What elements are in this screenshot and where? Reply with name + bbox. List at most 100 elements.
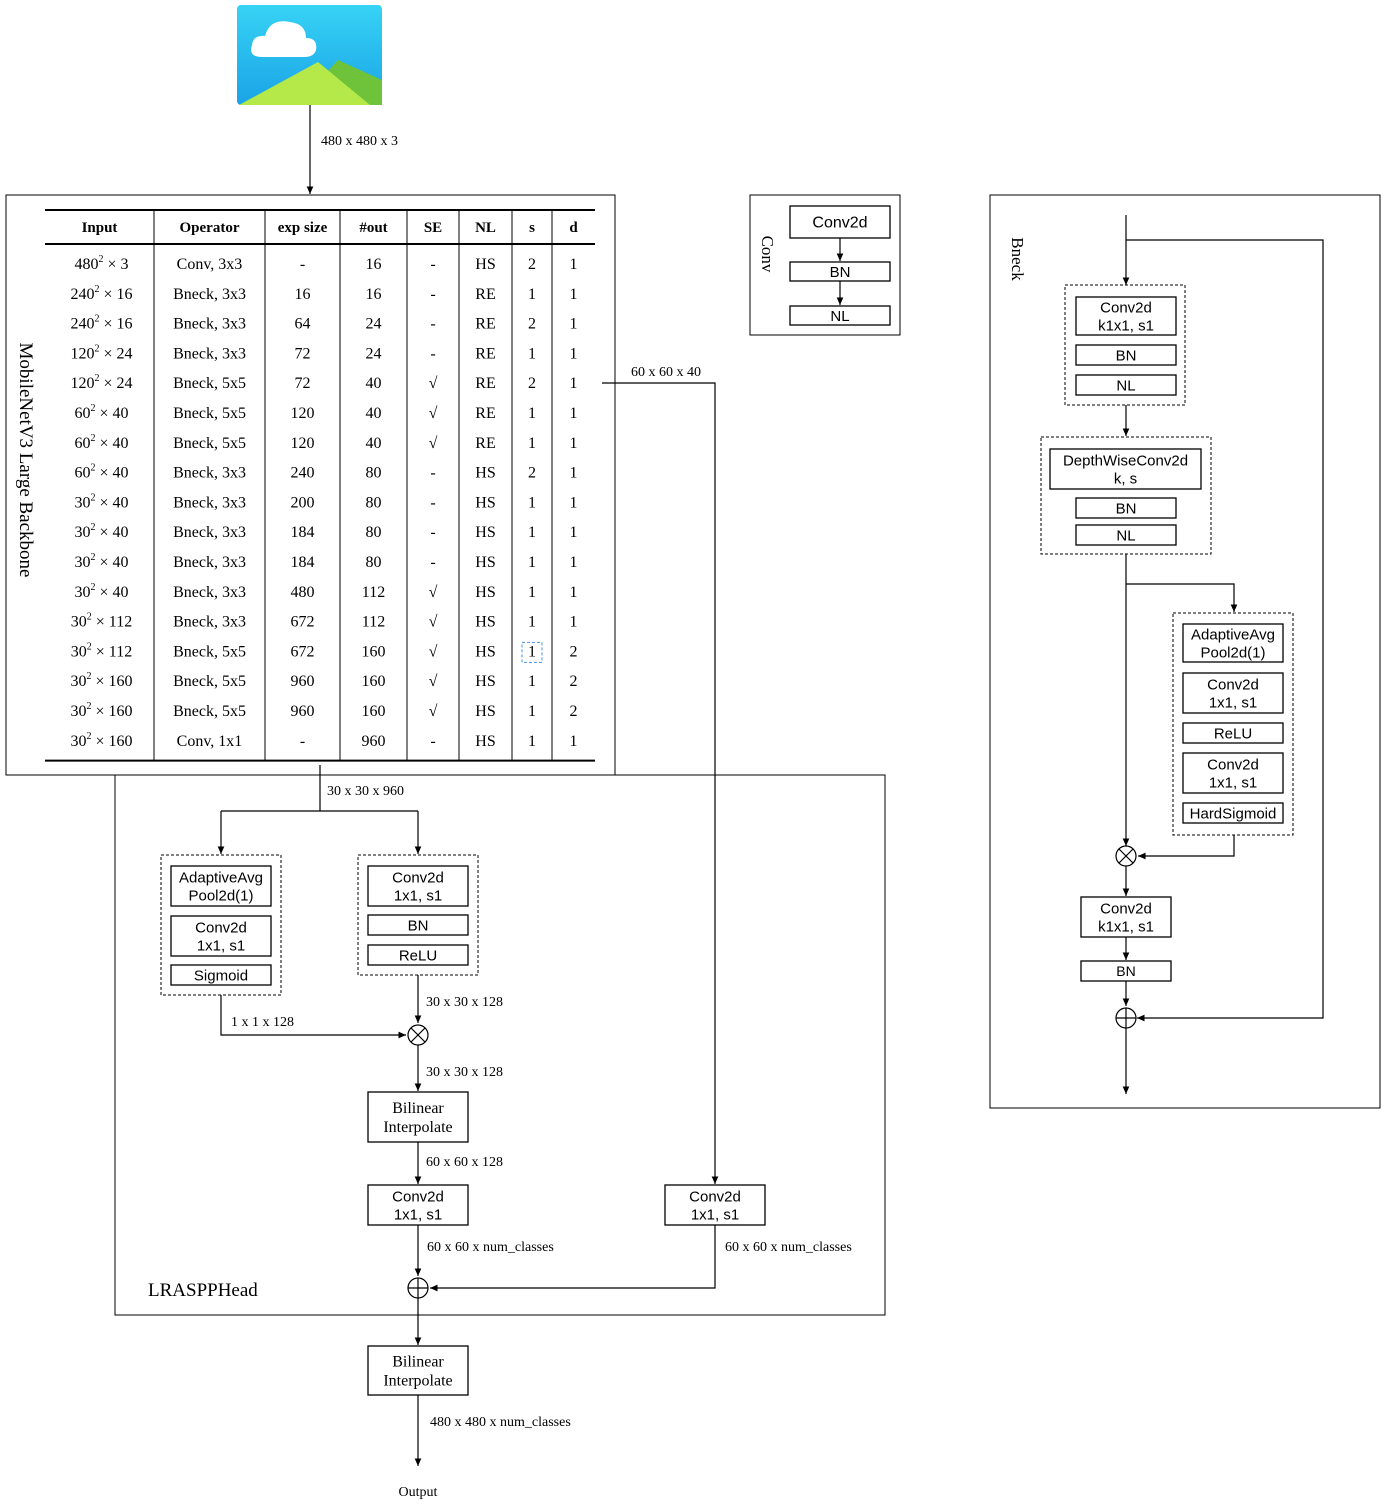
depthwise-conv2d xyxy=(1049,448,1202,490)
se-avgpool-label: Pool2d(1) xyxy=(1200,644,1265,661)
depthwise-bn-label: BN xyxy=(1116,500,1137,517)
input-shape-cell: 602 × 40 xyxy=(74,403,128,422)
head-add-icon xyxy=(407,1277,429,1299)
bneck-add-icon xyxy=(1115,1007,1137,1029)
nl-cell: RE xyxy=(475,375,495,392)
se-to-mul-arrow xyxy=(220,995,406,1039)
s-cell: 1 xyxy=(528,643,536,660)
head-cls-conv2d-left-label: 1x1, s1 xyxy=(394,1206,442,1223)
s-cell: 1 xyxy=(528,584,536,601)
cls-left-dims-label: 60 x 60 x num_classes xyxy=(427,1240,554,1255)
head-multiply-icon xyxy=(407,1024,429,1046)
head-cls-conv2d-right-label: Conv2d xyxy=(689,1188,741,1205)
input-shape-cell: 302 × 40 xyxy=(74,492,128,511)
project-conv2d xyxy=(1080,896,1172,938)
conv-block-title: Conv xyxy=(758,236,777,273)
nl-cell: RE xyxy=(475,345,495,362)
expand-nl xyxy=(1075,374,1177,396)
se-to-mul-arrow xyxy=(1138,835,1235,860)
se-cell: √ xyxy=(429,375,438,392)
depthwise-conv2d-label: DepthWiseConv2d xyxy=(1063,452,1188,469)
d-cell: 1 xyxy=(570,286,578,303)
table-header-cell: SE xyxy=(424,220,442,236)
d-cell: 1 xyxy=(570,494,578,511)
nl-cell: HS xyxy=(475,673,495,690)
operator-cell: Bneck, 3x3 xyxy=(173,584,246,601)
final-bilinear-interpolate-label: Interpolate xyxy=(383,1373,452,1390)
head-bilinear-interpolate xyxy=(367,1091,469,1143)
table-header-cell: Input xyxy=(82,220,118,236)
input-shape-cell: 602 × 40 xyxy=(74,463,128,482)
se-cell: - xyxy=(430,345,435,362)
output-label: Output xyxy=(399,1485,438,1500)
operator-cell: Bneck, 5x5 xyxy=(173,703,246,720)
se-cell: - xyxy=(430,316,435,333)
s-cell: 2 xyxy=(528,256,536,273)
out-cell: 40 xyxy=(366,435,382,452)
se-avgpool xyxy=(1182,623,1284,663)
operator-cell: Bneck, 3x3 xyxy=(173,345,246,362)
exp-size-cell: 480 xyxy=(291,584,315,601)
head-relu-label: ReLU xyxy=(399,947,437,964)
operator-cell: Bneck, 3x3 xyxy=(173,554,246,571)
head-conv2d-label: 1x1, s1 xyxy=(394,887,442,904)
d-cell: 2 xyxy=(570,673,578,690)
se-cell: - xyxy=(430,524,435,541)
cls-right-dims-label: 60 x 60 x num_classes xyxy=(725,1240,852,1255)
s-cell: 1 xyxy=(528,703,536,720)
nl-cell: HS xyxy=(475,256,495,273)
nl-cell: HS xyxy=(475,465,495,482)
d-cell: 1 xyxy=(570,465,578,482)
se-cell: √ xyxy=(429,703,438,720)
d-cell: 1 xyxy=(570,435,578,452)
se-cell: - xyxy=(430,465,435,482)
d-cell: 1 xyxy=(570,614,578,631)
d-cell: 1 xyxy=(570,256,578,273)
operator-cell: Bneck, 3x3 xyxy=(173,316,246,333)
se-branch-dims-label: 1 x 1 x 128 xyxy=(231,1015,294,1030)
d-cell: 1 xyxy=(570,375,578,392)
out-cell: 40 xyxy=(366,405,382,422)
backbone-out-dims-label: 30 x 30 x 960 xyxy=(327,784,404,799)
table-header-cell: s xyxy=(529,220,535,236)
d-cell: 1 xyxy=(570,554,578,571)
head-bn xyxy=(367,914,469,936)
exp-size-cell: - xyxy=(300,733,305,750)
conv-layer-nl-label: NL xyxy=(830,308,849,325)
out-cell: 24 xyxy=(366,316,382,333)
se-cell: √ xyxy=(429,614,438,631)
input-shape-cell: 302 × 160 xyxy=(70,671,132,690)
nl-cell: HS xyxy=(475,524,495,541)
se-avgpool-label: AdaptiveAvg xyxy=(1191,626,1275,643)
exp-size-cell: 672 xyxy=(291,614,315,631)
se-relu xyxy=(1182,722,1284,744)
head-cls-conv2d-right-label: 1x1, s1 xyxy=(691,1206,739,1223)
final-dims-label: 480 x 480 x num_classes xyxy=(430,1415,571,1430)
s-cell: 2 xyxy=(528,465,536,482)
bneck-block-title: Bneck xyxy=(1008,237,1027,281)
out-cell: 80 xyxy=(366,524,382,541)
exp-size-cell: 64 xyxy=(295,316,311,333)
d-cell: 1 xyxy=(570,733,578,750)
out-cell: 24 xyxy=(366,345,382,362)
final-bilinear-interpolate xyxy=(367,1345,469,1396)
table-header-cell: Operator xyxy=(180,220,240,236)
nl-cell: HS xyxy=(475,554,495,571)
cls-right-to-add-arrow xyxy=(430,1225,716,1292)
operator-cell: Bneck, 5x5 xyxy=(173,375,246,392)
out-cell: 160 xyxy=(362,643,386,660)
head-title: LRASPPHead xyxy=(148,1280,258,1301)
se-cell: - xyxy=(430,256,435,273)
d-cell: 1 xyxy=(570,345,578,362)
exp-size-cell: 240 xyxy=(291,465,315,482)
bneck-block-frame xyxy=(989,194,1381,1109)
head-frame xyxy=(114,774,886,1316)
